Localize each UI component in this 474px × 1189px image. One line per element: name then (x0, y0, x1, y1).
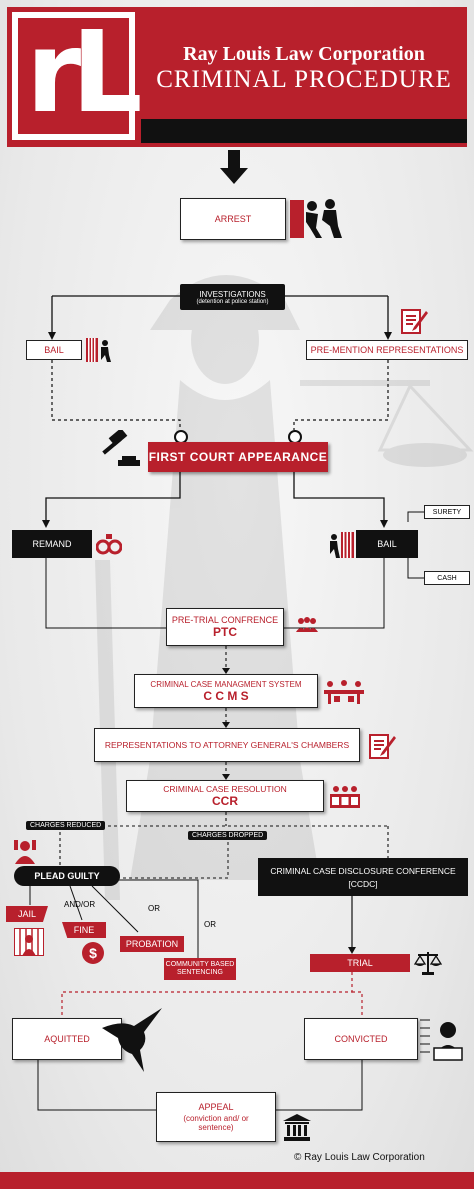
jail-box: JAIL (6, 906, 48, 922)
footer-band (0, 1172, 474, 1189)
bail-top-box: BAIL (26, 340, 82, 360)
dollar-icon: $ (82, 942, 104, 964)
police-arrest-icon (290, 199, 342, 238)
convicted-box: CONVICTED (304, 1018, 418, 1060)
scales-icon (414, 952, 442, 975)
surety-box: SURETY (424, 505, 470, 519)
firm-name: Ray Louis Law Corporation (183, 43, 425, 65)
ccr-acronym: CCR (212, 794, 238, 808)
page-title: CRIMINAL PROCEDURE (156, 66, 452, 93)
header-title-area: Ray Louis Law Corporation CRIMINAL PROCE… (141, 43, 467, 103)
ccdc-box: CRIMINAL CASE DISCLOSURE CONFERENCE [CCD… (258, 858, 468, 896)
bail-release-icon (330, 532, 354, 558)
plead-guilty-box: PLEAD GUILTY (14, 866, 120, 886)
surety-label: SURETY (432, 508, 462, 516)
or-label-1: OR (148, 904, 160, 913)
header-down-arrow (220, 150, 248, 184)
or-label-2: OR (204, 920, 216, 929)
ccr-title: CRIMINAL CASE RESOLUTION (163, 784, 287, 794)
gavel-icon (102, 430, 140, 466)
jail-cell-icon (14, 928, 44, 956)
bail-mid-box: BAIL (356, 530, 418, 558)
pre-mention-label: PRE-MENTION REPRESENTATIONS (310, 345, 464, 355)
agc-label: REPRESENTATIONS TO ATTORNEY GENERAL'S CH… (104, 740, 350, 750)
remand-label: REMAND (32, 539, 72, 549)
remand-box: REMAND (12, 530, 92, 558)
cash-label: CASH (437, 574, 457, 582)
fine-box: FINE (62, 922, 106, 938)
bail-jail-icon (86, 338, 111, 362)
appeal-title: APPEAL (198, 1102, 234, 1112)
charges-dropped-tag: CHARGES DROPPED (188, 831, 268, 840)
conference-people-icon (296, 617, 318, 632)
header-banner: rL Ray Louis Law Corporation CRIMINAL PR… (7, 7, 467, 147)
ccms-box: CRIMINAL CASE MANAGMENT SYSTEM C C M S (134, 674, 318, 708)
ptc-acronym: PTC (213, 625, 237, 639)
investigations-sublabel: (detention at police station) (196, 298, 269, 305)
community-box: COMMUNITY BASED SENTENCING (164, 958, 236, 980)
logo-text: rL (26, 8, 143, 138)
court-bench-icon (330, 786, 360, 808)
probation-box: PROBATION (120, 936, 184, 952)
ccdc-acronym: [CCDC] (348, 878, 378, 889)
cash-box: CASH (424, 571, 470, 585)
meeting-table-icon (324, 680, 364, 704)
arrest-label: ARREST (214, 214, 252, 224)
community-label: COMMUNITY BASED SENTENCING (165, 961, 235, 976)
ptc-box: PRE-TRIAL CONFRENCE PTC (166, 608, 284, 646)
logo-mark: rL (18, 8, 143, 138)
first-court-label: FIRST COURT APPEARANCE (148, 450, 328, 464)
mugshot-icon (420, 1019, 463, 1061)
charges-reduced-tag: CHARGES REDUCED (26, 821, 106, 830)
fine-label: FINE (73, 925, 95, 935)
bird-freedom-icon (102, 1008, 162, 1072)
bail-mid-label: BAIL (377, 539, 397, 549)
trial-box: TRIAL (310, 954, 410, 972)
document-pen-icon (401, 309, 428, 334)
appeal-sublabel: (conviction and/ or sentence) (183, 1114, 249, 1132)
ccr-box: CRIMINAL CASE RESOLUTION CCR (126, 780, 324, 812)
document-pen-icon-2 (369, 734, 396, 759)
ccms-title: CRIMINAL CASE MANAGMENT SYSTEM (150, 679, 302, 689)
and-or-label: AND/OR (64, 900, 96, 909)
handcuffs-icon (96, 534, 122, 555)
investigations-label: INVESTIGATIONS (199, 289, 266, 299)
aquitted-label: AQUITTED (44, 1034, 90, 1044)
jail-label: JAIL (17, 909, 36, 919)
logo-panel: rL (12, 8, 143, 140)
copyright-text: © Ray Louis Law Corporation (294, 1152, 425, 1163)
header-black-bar (141, 119, 467, 143)
trial-label: TRIAL (347, 958, 373, 968)
defendant-icon (14, 840, 36, 864)
courthouse-icon (283, 1114, 311, 1141)
plead-guilty-label: PLEAD GUILTY (34, 871, 100, 881)
ccdc-title: CRIMINAL CASE DISCLOSURE CONFERENCE (270, 865, 456, 876)
pre-mention-box: PRE-MENTION REPRESENTATIONS (306, 340, 468, 360)
ccms-acronym: C C M S (203, 688, 249, 703)
arrest-box: ARREST (180, 198, 286, 240)
appeal-box: APPEAL (conviction and/ or sentence) (156, 1092, 276, 1142)
convicted-label: CONVICTED (334, 1034, 388, 1044)
aquitted-box: AQUITTED (12, 1018, 122, 1060)
investigations-box: INVESTIGATIONS (detention at police stat… (180, 284, 285, 310)
agc-box: REPRESENTATIONS TO ATTORNEY GENERAL'S CH… (94, 728, 360, 762)
probation-label: PROBATION (125, 939, 179, 949)
ptc-title: PRE-TRIAL CONFRENCE (171, 615, 279, 625)
bail-top-label: BAIL (44, 345, 64, 355)
first-court-box: FIRST COURT APPEARANCE (148, 442, 328, 472)
